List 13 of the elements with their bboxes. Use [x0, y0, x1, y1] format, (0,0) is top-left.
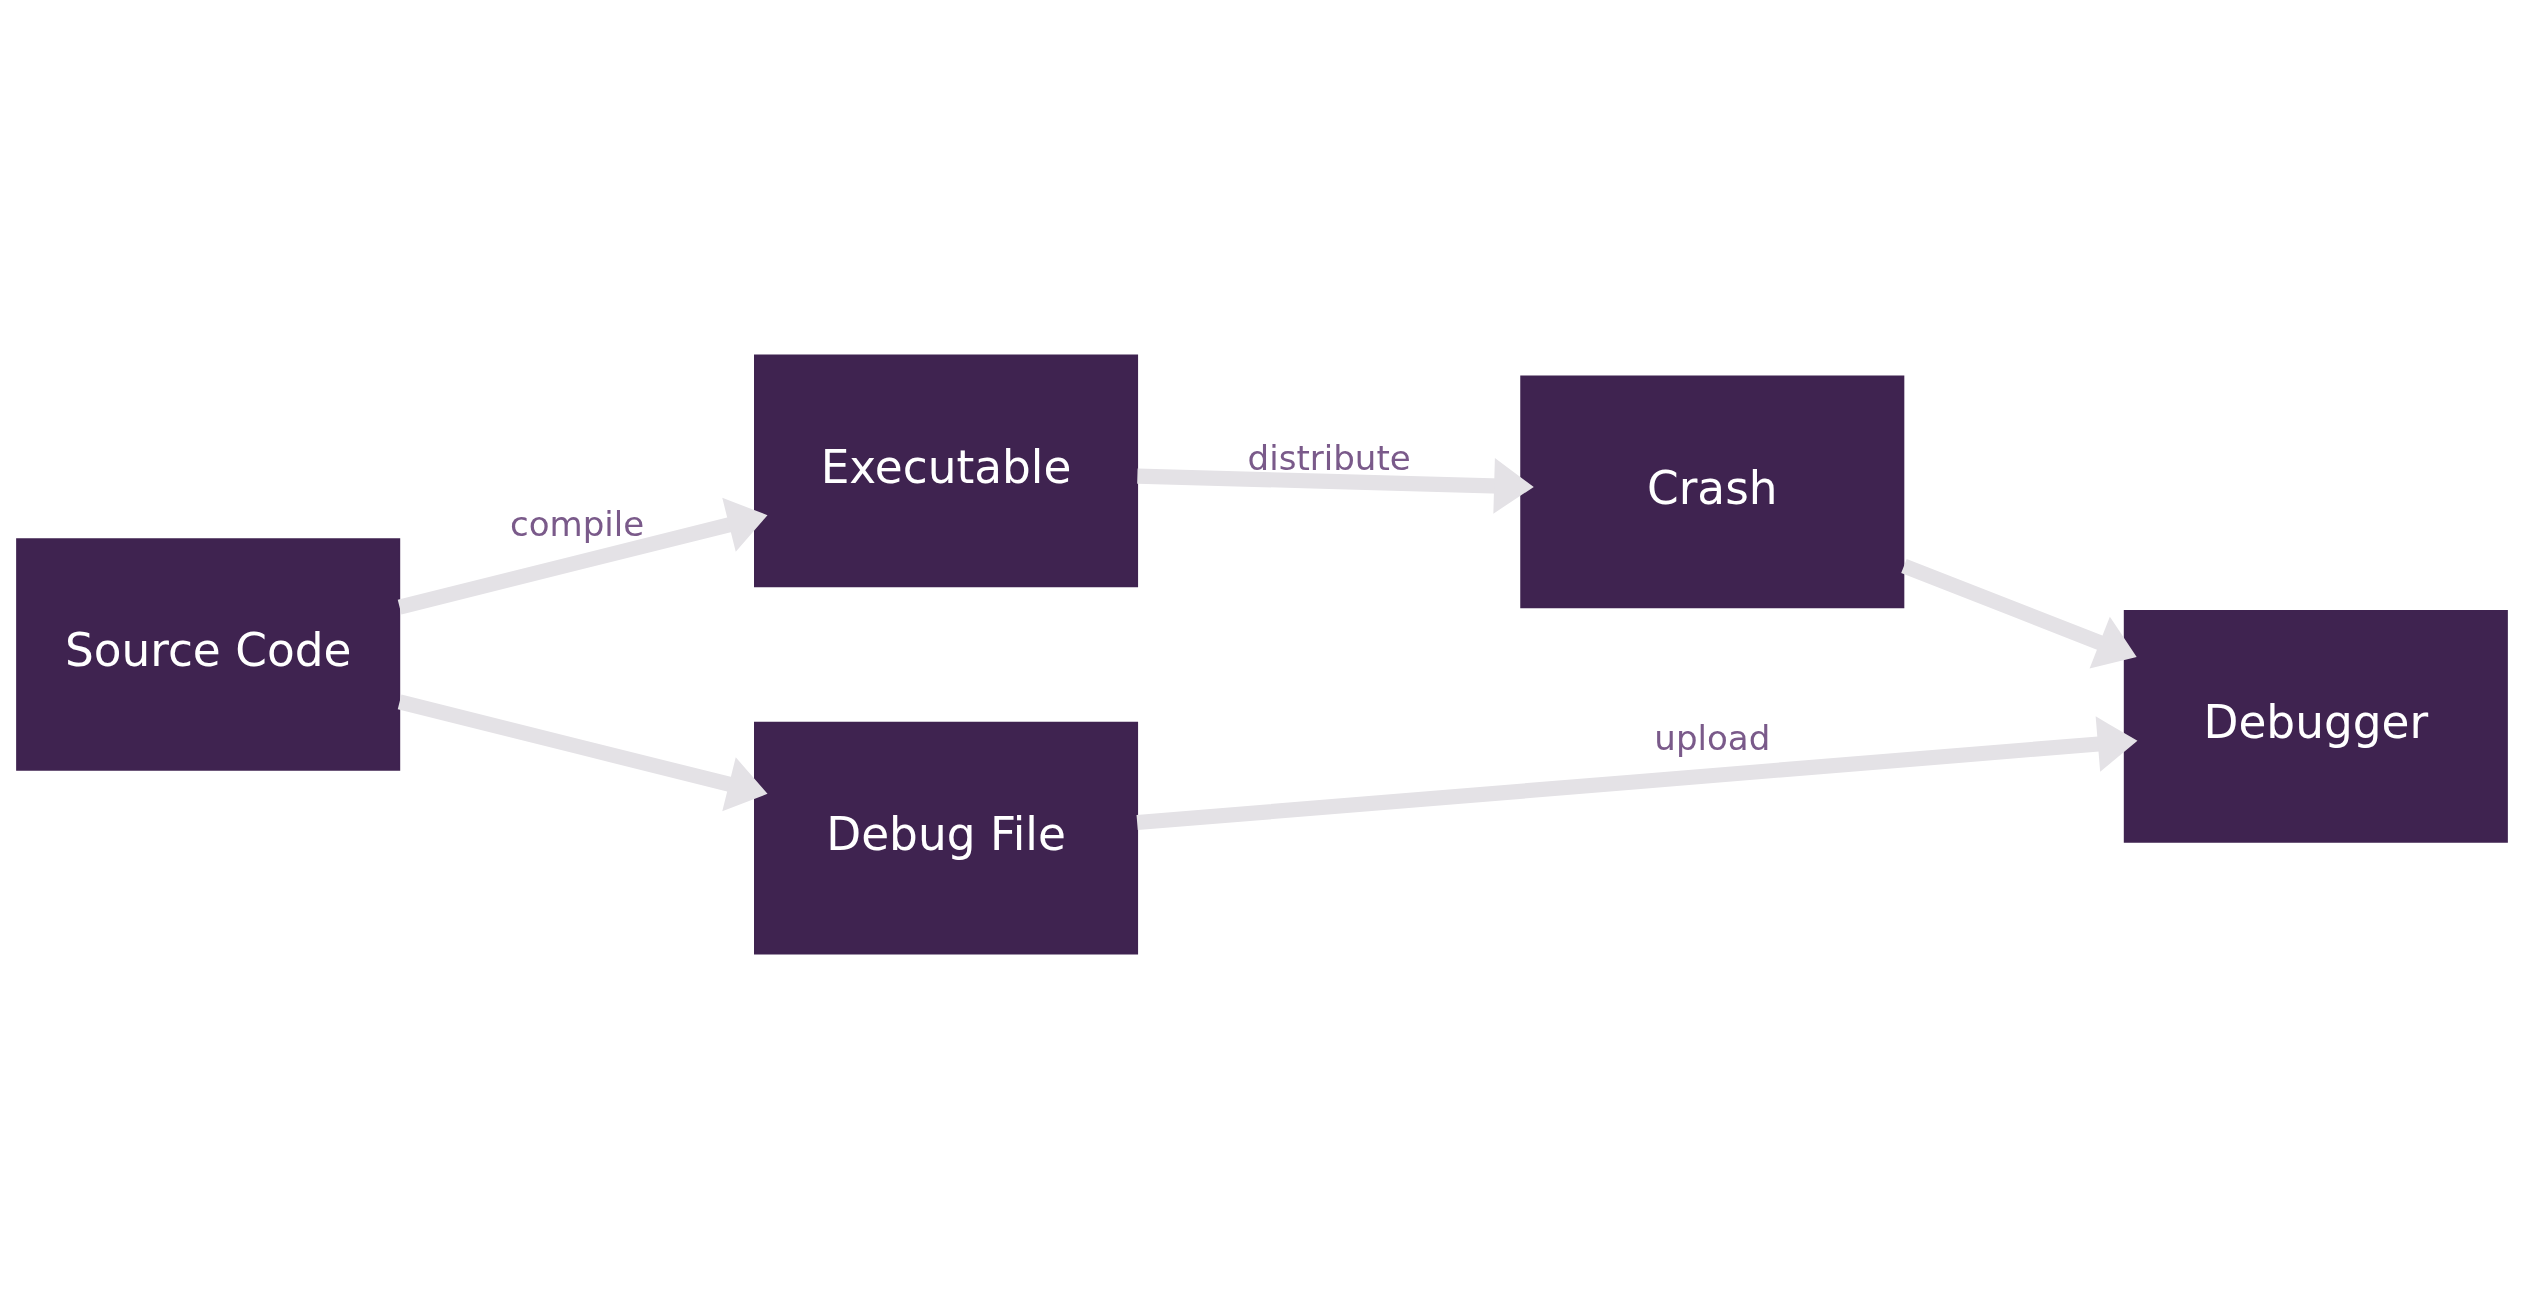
- arrow: [1137, 457, 1534, 514]
- edge-label: compile: [510, 503, 645, 544]
- node-box: Debug File: [754, 721, 1139, 954]
- arrow: [1136, 715, 2138, 830]
- node-box: Executable: [754, 354, 1139, 587]
- arrow: [397, 497, 768, 614]
- node-box: Source Code: [16, 537, 401, 771]
- node-box: Debugger: [2123, 609, 2508, 843]
- edge-label: distribute: [1247, 437, 1411, 478]
- arrow: [1901, 558, 2137, 668]
- node-box: Crash: [1520, 374, 1905, 608]
- arrow: [397, 694, 768, 811]
- edge-label: upload: [1654, 717, 1771, 758]
